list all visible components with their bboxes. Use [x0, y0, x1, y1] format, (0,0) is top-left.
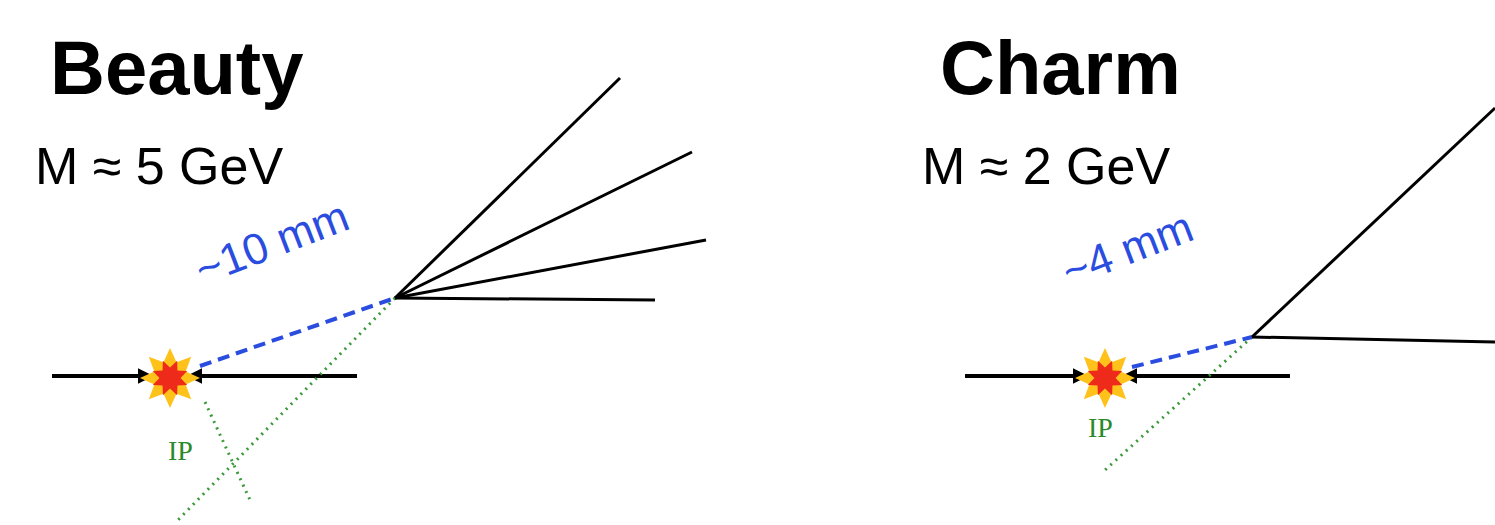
beam-line [52, 374, 357, 378]
panel-heading: Beauty [50, 30, 303, 106]
mass-label: M ≈ 2 GeV [922, 140, 1170, 192]
collision-star [1075, 348, 1135, 408]
flight-path [1132, 337, 1252, 367]
ip-label: IP [1088, 414, 1113, 442]
ip-label: IP [168, 437, 193, 465]
decay-tracks [395, 78, 706, 300]
impact-parameter-line [178, 298, 395, 520]
flight-distance: ~4 mm [1056, 204, 1198, 294]
mass-label: M ≈ 5 GeV [35, 140, 283, 192]
flight-distance: ~10 mm [189, 194, 354, 292]
decay-tracks [1252, 108, 1495, 342]
flight-path [200, 298, 395, 366]
collision-star [140, 348, 200, 408]
impact-parameter-line [205, 402, 250, 500]
impact-parameter-line [1105, 337, 1252, 470]
panel-heading: Charm [940, 30, 1181, 106]
